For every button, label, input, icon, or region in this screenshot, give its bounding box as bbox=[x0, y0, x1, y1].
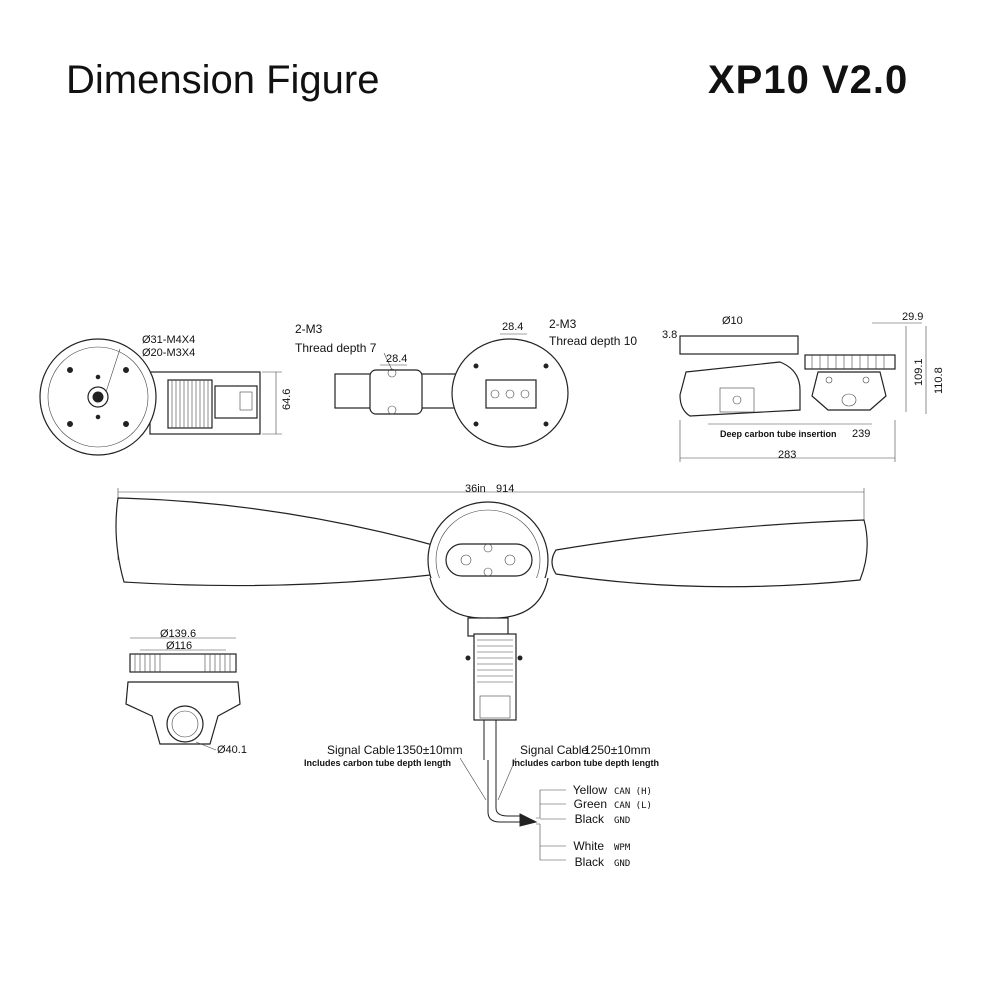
thread-left-spec: 2-M3 bbox=[295, 322, 323, 336]
thread-right-spec: 2-M3 bbox=[549, 317, 577, 331]
front-height-dim: 64.6 bbox=[281, 389, 293, 410]
wire-signal: CAN (H) bbox=[614, 787, 652, 797]
insertion-value: 239 bbox=[852, 428, 870, 440]
dim-top-left: 3.8 bbox=[662, 329, 677, 341]
thread-right-depth: Thread depth 10 bbox=[549, 334, 637, 348]
wire-row: Green CAN (L) bbox=[574, 797, 652, 811]
bottom-view: Ø139.6 Ø116 Ø40.1 bbox=[125, 628, 247, 756]
prop-span-mm: 914 bbox=[496, 483, 514, 495]
bottom-dia-tube: Ø40.1 bbox=[217, 744, 247, 756]
thread-left-depth: Thread depth 7 bbox=[295, 341, 377, 355]
wire-signal: WPM bbox=[614, 843, 631, 853]
wire-row: Yellow CAN (H) bbox=[573, 783, 652, 797]
dim-top-hole: Ø10 bbox=[722, 315, 743, 327]
cable-right-note: Includes carbon tube depth length bbox=[512, 758, 659, 768]
bottom-dia-inner: Ø116 bbox=[166, 640, 192, 652]
front-view: Ø31-M4X4 Ø20-M3X4 64.6 bbox=[39, 334, 293, 456]
thread-right-dim: 28.4 bbox=[502, 321, 523, 333]
side-view: 3.8 Ø10 29.9 109.1 110.8 Deep carbon tub… bbox=[662, 311, 945, 462]
cable-left-length: 1350±10mm bbox=[396, 743, 463, 757]
model-name: XP10 V2.0 bbox=[708, 58, 909, 102]
wire-color: Black bbox=[575, 855, 605, 869]
wire-row: Black GND bbox=[575, 812, 631, 826]
cable-view: Signal Cable 1350±10mm Includes carbon t… bbox=[304, 720, 659, 869]
wire-color: Green bbox=[574, 797, 607, 811]
cable-right-label: Signal Cable bbox=[520, 743, 588, 757]
wire-signal: CAN (L) bbox=[614, 801, 652, 811]
wire-signal: GND bbox=[614, 816, 630, 826]
thread-left-dim: 28.4 bbox=[386, 353, 407, 365]
wire-color: Black bbox=[575, 812, 605, 826]
wire-color: Yellow bbox=[573, 783, 608, 797]
hole-callout-outer: Ø31-M4X4 bbox=[142, 334, 195, 346]
dim-height-inner: 109.1 bbox=[913, 358, 925, 386]
cable-left-label: Signal Cable bbox=[327, 743, 395, 757]
wire-signal: GND bbox=[614, 859, 630, 869]
prop-span-in: 36in bbox=[465, 483, 486, 495]
clamp-view: 2-M3 Thread depth 7 28.4 2-M3 Thread dep… bbox=[295, 317, 637, 448]
page-title: Dimension Figure bbox=[66, 58, 380, 102]
bottom-dia-outer: Ø139.6 bbox=[160, 628, 196, 640]
cable-left-note: Includes carbon tube depth length bbox=[304, 758, 451, 768]
wire-row: White WPM bbox=[573, 839, 631, 853]
hole-callout-inner: Ø20-M3X4 bbox=[142, 347, 195, 359]
overall-length: 283 bbox=[778, 449, 796, 461]
propeller-view: 36in 914 bbox=[115, 483, 868, 721]
dim-top-right: 29.9 bbox=[902, 311, 923, 323]
insertion-label: Deep carbon tube insertion bbox=[720, 429, 837, 439]
wire-row: Black GND bbox=[575, 855, 631, 869]
cable-right-length: 1250±10mm bbox=[584, 743, 651, 757]
dim-height-outer: 110.8 bbox=[933, 367, 945, 394]
wire-color: White bbox=[573, 839, 604, 853]
